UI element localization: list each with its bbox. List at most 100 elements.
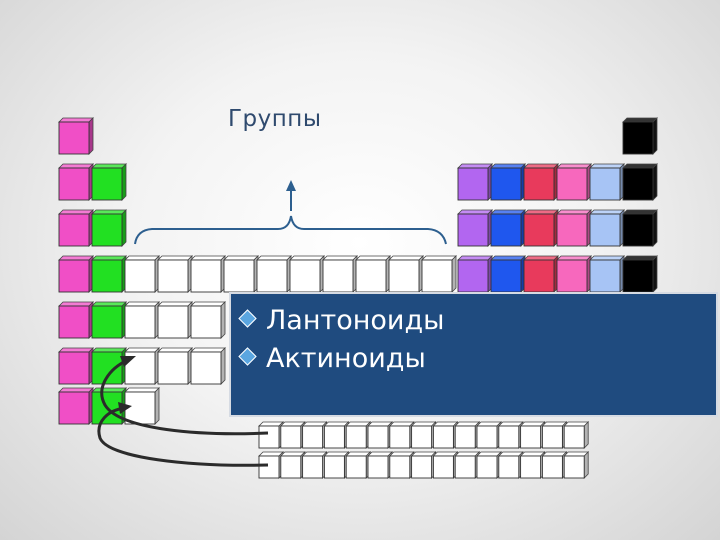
cell-p-block — [523, 255, 559, 293]
cube-front — [421, 259, 453, 293]
cell-group1 — [58, 301, 94, 339]
cube-front — [157, 259, 189, 293]
cube-front — [389, 455, 411, 479]
cell-group1 — [58, 347, 94, 385]
cube-top — [190, 347, 226, 353]
cube-side — [583, 421, 589, 449]
cube-front — [323, 425, 345, 449]
cell-lanthanide — [258, 421, 284, 449]
cube-front — [280, 455, 302, 479]
cube-front — [124, 259, 156, 293]
cell-p-block — [457, 255, 493, 293]
cube-top — [124, 301, 160, 307]
cube-front — [432, 455, 454, 479]
cube-top — [457, 255, 493, 261]
cube-top — [190, 255, 226, 261]
cube-front — [541, 455, 563, 479]
cell-group2 — [91, 301, 127, 339]
cube-front — [302, 425, 324, 449]
cube-front — [355, 259, 387, 293]
cell-p-block — [556, 209, 592, 247]
cell-actinide — [279, 451, 306, 479]
cube-front — [258, 455, 280, 479]
cell-lanthanide — [367, 421, 393, 449]
cube-top — [223, 255, 259, 261]
cube-front — [157, 351, 189, 385]
cube-side — [583, 451, 589, 479]
cube-side — [88, 117, 94, 155]
cube-front — [91, 167, 123, 201]
cube-front — [541, 425, 563, 449]
arrow-to-actinides — [97, 406, 269, 467]
cube-top — [388, 255, 424, 261]
cube-front — [556, 213, 588, 247]
cube-front — [124, 391, 156, 425]
groups-brace — [134, 215, 447, 245]
cube-top — [190, 301, 226, 307]
cube-front — [498, 455, 520, 479]
cell-d-block — [256, 255, 292, 293]
cell-actinide — [454, 451, 481, 479]
cell-d-block — [124, 301, 160, 339]
cube-side — [154, 387, 160, 425]
cube-front — [457, 167, 489, 201]
cell-p-block — [556, 163, 592, 201]
cell-d-block — [388, 255, 424, 293]
cube-front — [190, 351, 222, 385]
cell-p-block — [490, 163, 526, 201]
cell-p-block — [556, 255, 592, 293]
cube-front — [622, 259, 654, 293]
cube-top — [589, 255, 625, 261]
cell-lanthanide — [410, 421, 437, 449]
cube-front — [411, 455, 433, 479]
cell-d-block — [190, 255, 226, 293]
bullet-lanthanides: Лантоноиды — [238, 306, 444, 336]
cell-d-block — [157, 255, 193, 293]
cube-front — [622, 121, 654, 155]
cube-front — [498, 425, 520, 449]
cube-front — [490, 213, 522, 247]
cell-d-block — [124, 347, 160, 385]
cube-front — [58, 351, 90, 385]
cell-lanthanide — [563, 421, 590, 449]
cell-group2 — [91, 163, 127, 201]
cube-top — [58, 255, 94, 261]
cube-top — [157, 301, 193, 307]
cell-lanthanide — [345, 421, 372, 449]
cell-actinide — [323, 451, 350, 479]
arrow-to-lanthanides-head — [120, 356, 136, 367]
cube-top — [589, 163, 625, 169]
cube-front — [622, 213, 654, 247]
cell-actinide — [388, 451, 415, 479]
arrow-to-actinides-head — [118, 402, 132, 414]
cube-top — [622, 209, 658, 215]
f-block-info-box: Лантоноиды Актиноиды — [229, 292, 718, 417]
cube-front — [520, 455, 542, 479]
cell-actinide — [410, 451, 437, 479]
cell-actinide — [476, 451, 502, 479]
cell-p-block — [457, 209, 493, 247]
cube-side — [121, 163, 127, 201]
cube-top — [91, 163, 127, 169]
cube-front — [258, 425, 280, 449]
cube-top — [523, 255, 559, 261]
cube-front — [345, 455, 367, 479]
cube-front — [91, 213, 123, 247]
cube-front — [457, 213, 489, 247]
cube-front — [432, 425, 454, 449]
cube-top — [256, 255, 292, 261]
cube-front — [323, 455, 345, 479]
cube-front — [190, 305, 222, 339]
cube-front — [58, 391, 90, 425]
cube-front — [556, 259, 588, 293]
cell-actinide — [432, 451, 459, 479]
cell-d-block — [190, 347, 226, 385]
cube-front — [411, 425, 433, 449]
cell-d-block — [223, 255, 259, 293]
cube-top — [58, 387, 94, 393]
actinides-label: Актиноиды — [266, 343, 426, 374]
cube-side — [220, 301, 226, 339]
cell-lanthanide — [279, 421, 306, 449]
cube-front — [520, 425, 542, 449]
